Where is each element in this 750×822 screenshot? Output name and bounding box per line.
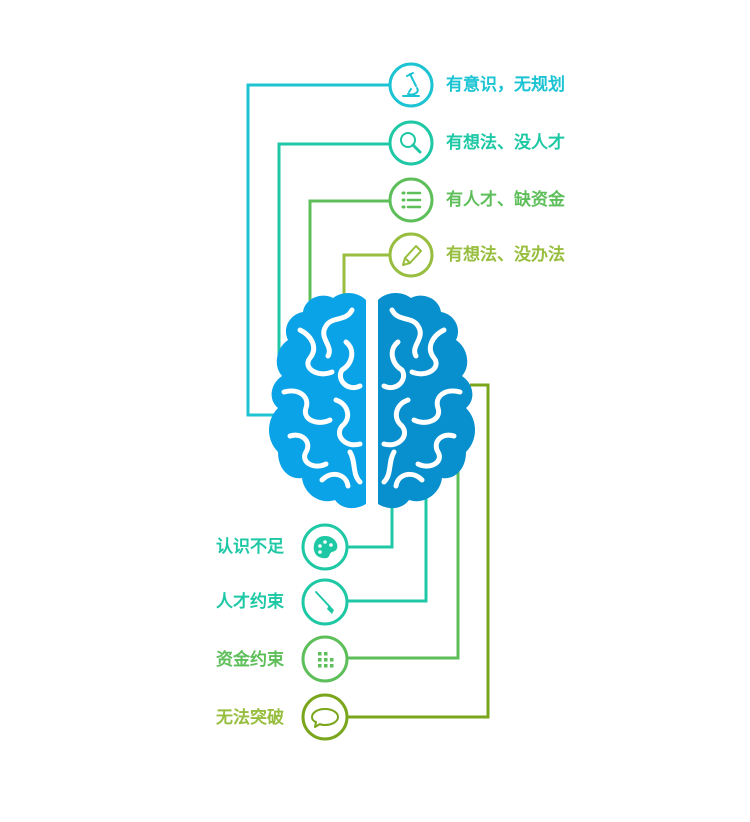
connector-bottom-3	[348, 460, 460, 660]
connector-bottom-1	[348, 505, 394, 549]
connector-top-3	[308, 199, 390, 320]
bottom-label-4: 无法突破	[216, 708, 284, 728]
connector-bottom-4	[348, 383, 490, 719]
connector-bottom-2	[348, 498, 428, 603]
microscope-icon	[388, 62, 434, 108]
bottom-label-2: 人才约束	[216, 592, 284, 612]
connector-top-4	[342, 253, 390, 302]
brain-left-hemisphere	[269, 292, 366, 509]
brain-right-hemisphere	[378, 292, 475, 509]
top-label-2: 有想法、没人才	[446, 133, 565, 153]
brain-icon	[269, 292, 475, 509]
connector-top-1	[246, 83, 390, 417]
top-label-1: 有意识，无规划	[446, 75, 565, 95]
speech-bubble-icon	[301, 693, 349, 741]
pencil-icon	[388, 232, 434, 278]
bottom-label-1: 认识不足	[216, 537, 284, 557]
top-label-3: 有人才、缺资金	[446, 190, 565, 210]
magnifier-icon	[388, 120, 434, 166]
bottom-label-3: 资金约束	[216, 650, 284, 670]
top-label-4: 有想法、没办法	[446, 245, 565, 265]
bottom-connectors	[348, 383, 490, 719]
